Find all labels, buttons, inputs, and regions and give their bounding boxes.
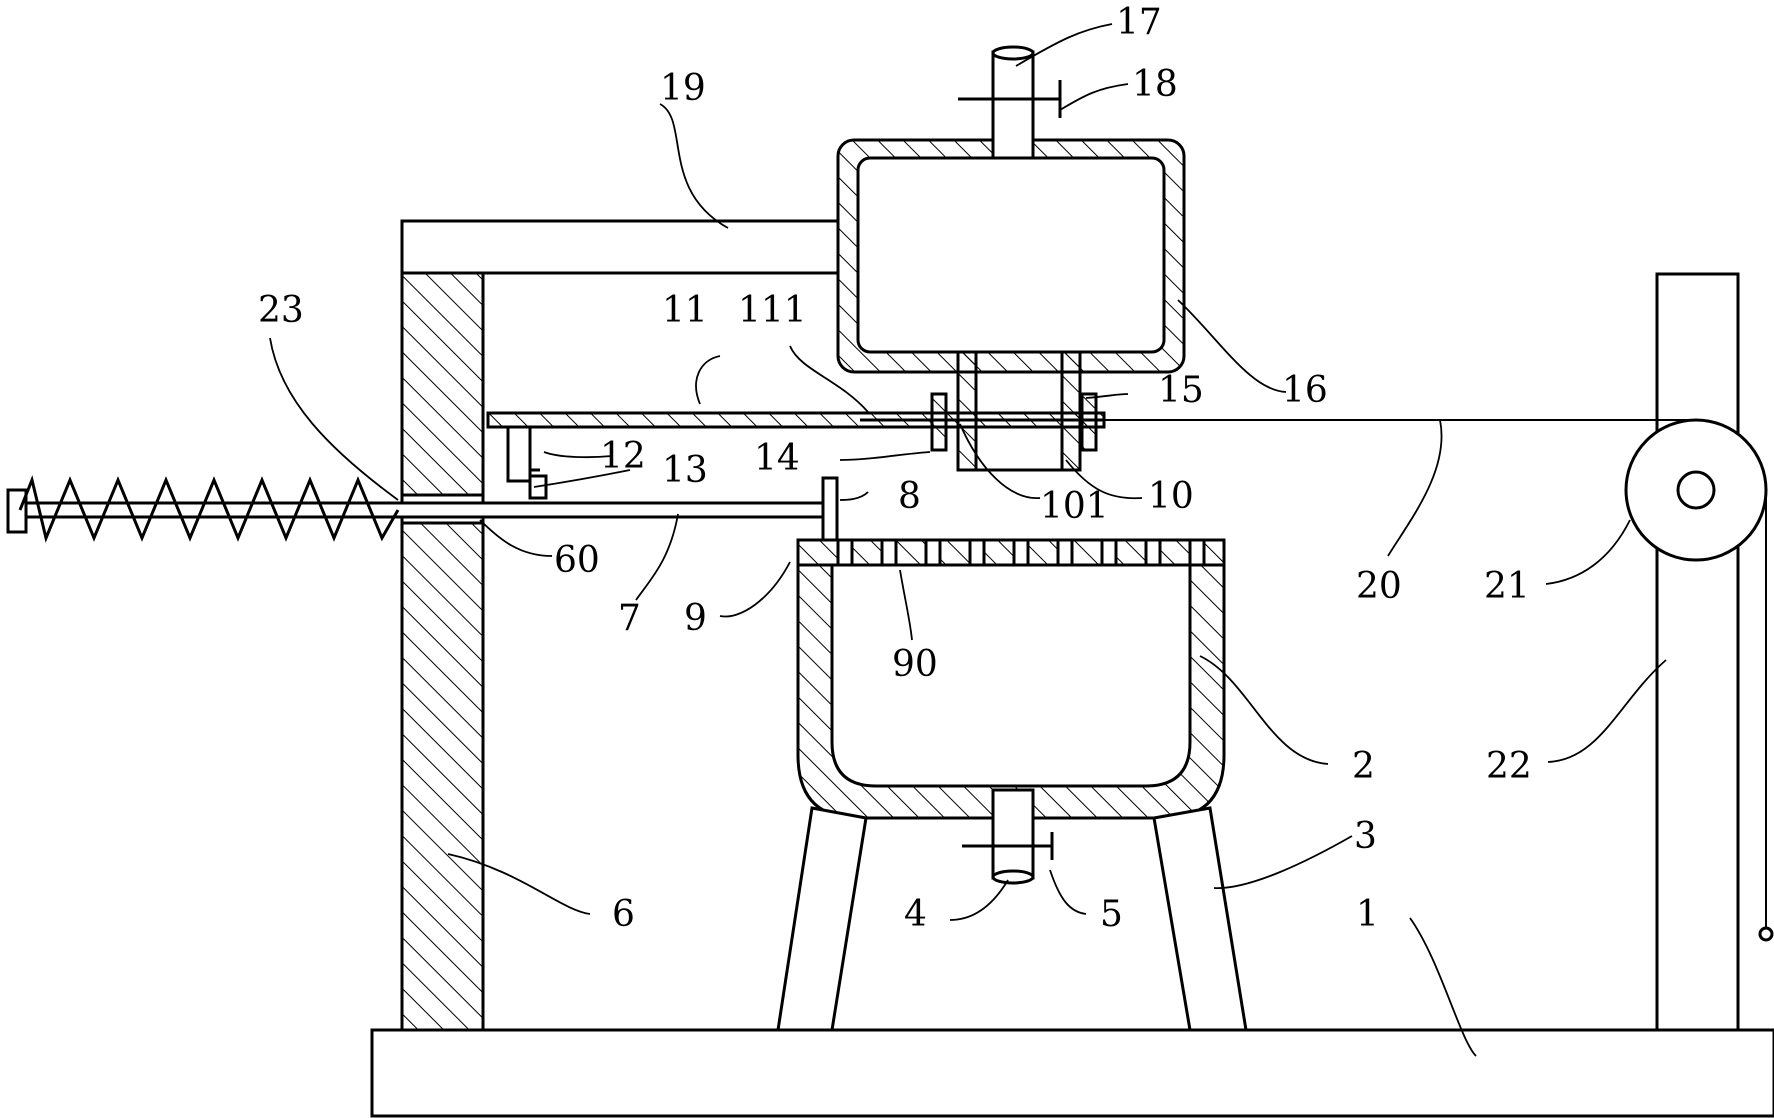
- pulley-hub: [1676, 470, 1716, 510]
- label-6: 6: [612, 894, 635, 935]
- rod-end-knob: [6, 488, 28, 534]
- top-beam: [400, 219, 840, 275]
- label-7: 7: [618, 598, 641, 639]
- label-101: 101: [1040, 486, 1109, 527]
- label-15: 15: [1158, 370, 1204, 411]
- stop-post: [821, 476, 839, 542]
- left-column: [400, 270, 485, 1032]
- label-8: 8: [898, 476, 921, 517]
- label-14: 14: [754, 438, 800, 479]
- leader-lines: [269, 23, 1667, 1057]
- label-3: 3: [1354, 816, 1377, 857]
- label-11: 11: [662, 290, 708, 331]
- label-4: 4: [904, 894, 927, 935]
- push-rod: [16, 501, 825, 519]
- label-60: 60: [554, 540, 600, 581]
- bottom-shaft: [991, 788, 1035, 880]
- label-10: 10: [1148, 476, 1194, 517]
- label-19: 19: [660, 68, 706, 109]
- part-labels: 17 18 19 23 11 111 15 16 12 13 14 8 10 1…: [258, 2, 1532, 935]
- label-18: 18: [1132, 64, 1178, 105]
- label-2: 2: [1352, 746, 1375, 787]
- hook-block: [506, 425, 532, 483]
- label-111: 111: [738, 290, 807, 331]
- top-shaft: [991, 50, 1035, 160]
- cable-end-ring: [1758, 926, 1774, 942]
- tank: [796, 563, 1226, 820]
- label-22: 22: [1486, 746, 1532, 787]
- label-1: 1: [1356, 894, 1379, 935]
- base-plate: [370, 1028, 1774, 1118]
- label-23: 23: [258, 290, 304, 331]
- label-21: 21: [1484, 566, 1530, 607]
- motor-housing: [836, 138, 1186, 374]
- label-17: 17: [1116, 2, 1162, 43]
- spring: [18, 475, 400, 543]
- sleeve-left: [956, 350, 978, 472]
- label-5: 5: [1100, 894, 1123, 935]
- label-13: 13: [662, 450, 708, 491]
- right-column: [1655, 272, 1740, 1032]
- lid-holes: [836, 538, 1206, 567]
- label-20: 20: [1356, 566, 1402, 607]
- label-12: 12: [600, 436, 646, 477]
- tank-legs: [776, 806, 1248, 1032]
- sleeve-right: [1060, 350, 1082, 472]
- label-16: 16: [1282, 370, 1328, 411]
- label-9: 9: [684, 598, 707, 639]
- label-90: 90: [892, 644, 938, 685]
